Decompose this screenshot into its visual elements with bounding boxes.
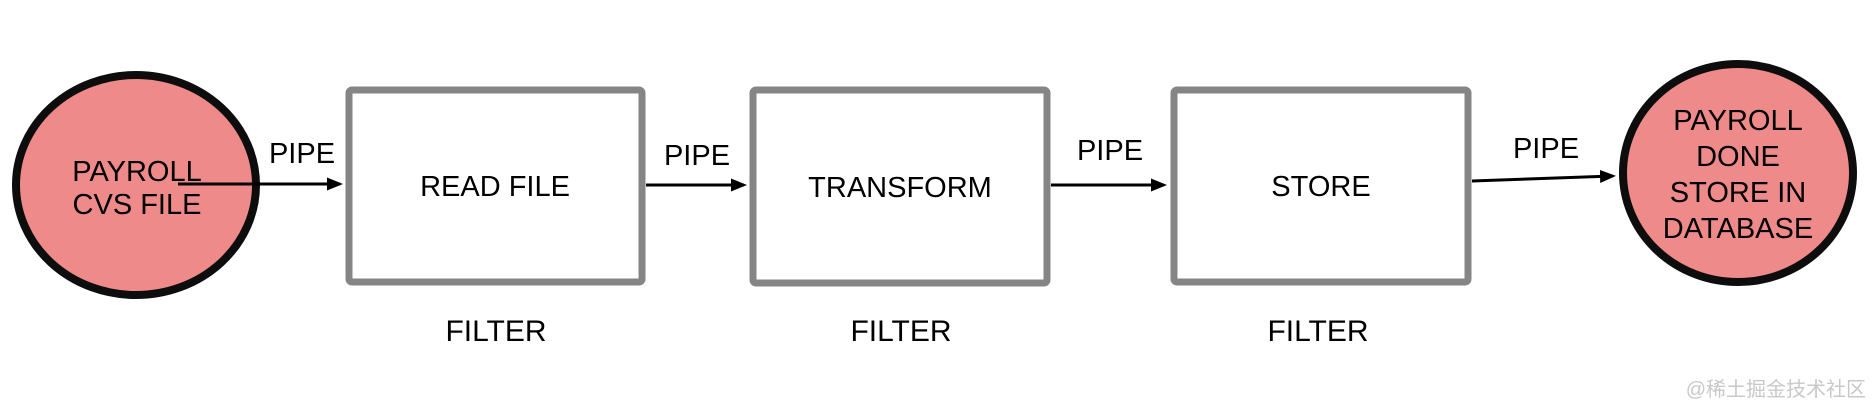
watermark-text: @稀土掘金技术社区 — [1686, 378, 1866, 401]
pipe-4-label: PIPE — [1513, 133, 1579, 165]
sink-node-label-line4: DATABASE — [1663, 213, 1813, 245]
sink-node-ellipse — [1619, 60, 1857, 286]
pipe-2-label: PIPE — [664, 140, 730, 172]
filter-1-label: READ FILE — [420, 171, 570, 203]
filter-1-box — [345, 86, 646, 286]
sink-node-label-line2: DONE — [1696, 141, 1780, 173]
pipe-4-arrow — [1471, 169, 1616, 183]
sink-node: PAYROLL DONE STORE IN DATABASE — [1619, 60, 1857, 286]
filter-3-box — [1170, 86, 1472, 286]
filter-3-caption: FILTER — [1267, 315, 1368, 348]
pipe-1: PIPE — [178, 138, 343, 191]
sink-node-label-line1: PAYROLL — [1673, 105, 1802, 137]
pipe-4: PIPE — [1471, 133, 1616, 183]
filter-2-box — [749, 86, 1051, 287]
filter-1: READ FILE FILTER — [345, 86, 646, 348]
pipe-3: PIPE — [1051, 135, 1167, 192]
filter-2: TRANSFORM FILTER — [749, 86, 1051, 348]
pipe-2: PIPE — [646, 140, 747, 192]
sink-node-label-line3: STORE IN — [1670, 177, 1806, 209]
filter-2-label: TRANSFORM — [808, 172, 992, 204]
filter-1-caption: FILTER — [445, 315, 546, 348]
filter-2-caption: FILTER — [850, 315, 951, 348]
filter-3: STORE FILTER — [1170, 86, 1472, 348]
pipe-1-label: PIPE — [269, 138, 335, 170]
source-node-label-line2: CVS FILE — [73, 189, 202, 221]
pipe-3-label: PIPE — [1077, 135, 1143, 167]
filter-3-label: STORE — [1271, 171, 1370, 203]
